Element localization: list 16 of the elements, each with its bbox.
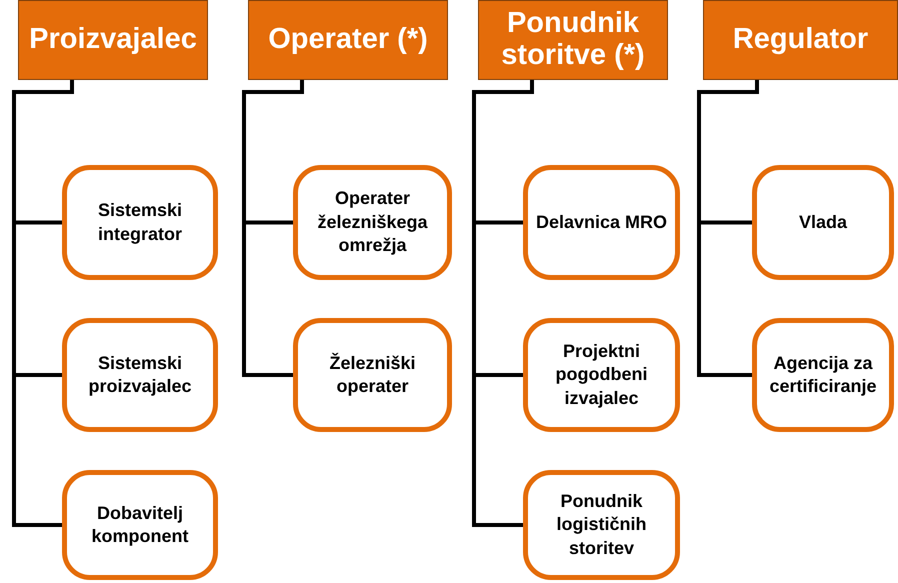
role-box: Ponudnik logističnih storitev [523,470,680,580]
category-header: Operater (*) [248,0,448,80]
tree-connector [697,80,759,377]
role-box: Projektni pogodbeni izvajalec [523,318,680,432]
role-box: Operater železniškega omrežja [293,165,452,280]
category-header: Proizvajalec [18,0,208,80]
category-header: Regulator [703,0,898,80]
role-box: Agencija za certificiranje [752,318,894,432]
role-box: Dobavitelj komponent [62,470,218,580]
role-box: Vlada [752,165,894,280]
role-box: Sistemski proizvajalec [62,318,218,432]
role-box: Delavnica MRO [523,165,680,280]
tree-connector [242,80,304,377]
role-box: Železniški operater [293,318,452,432]
role-box: Sistemski integrator [62,165,218,280]
category-header: Ponudnik storitve (*) [478,0,668,80]
